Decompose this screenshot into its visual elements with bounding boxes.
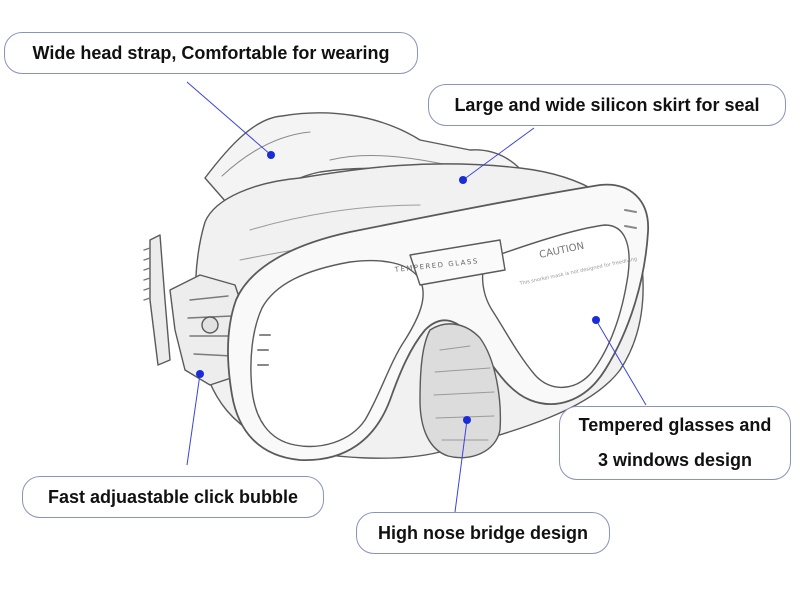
leader-lines xyxy=(186,81,647,513)
right-lens xyxy=(482,224,630,389)
callout-nose-label: High nose bridge design xyxy=(377,522,588,543)
callout-glass: Tempered glasses and 3 windows design xyxy=(559,406,791,480)
callout-click: Fast adjuastable click bubble xyxy=(22,476,324,518)
left-lens xyxy=(250,259,424,448)
callout-skirt-label: Large and wide silicon skirt for seal xyxy=(454,94,760,115)
marker-dot-click xyxy=(196,370,204,378)
marker-dot-nose xyxy=(463,416,471,424)
nose-texture xyxy=(433,345,495,441)
marker-dot-strap xyxy=(267,151,275,159)
leader-line-strap xyxy=(186,81,272,156)
leader-line-nose xyxy=(454,419,468,513)
callout-skirt: Large and wide silicon skirt for seal xyxy=(428,84,786,126)
callout-glass-line1: Tempered glasses and xyxy=(578,415,772,435)
center-glass xyxy=(409,239,506,286)
callout-glass-line2: 3 windows design xyxy=(597,450,753,470)
callout-strap: Wide head strap, Comfortable for wearing xyxy=(4,32,418,74)
nose-pocket xyxy=(419,323,502,459)
strap-side-band xyxy=(149,234,171,366)
callout-nose: High nose bridge design xyxy=(356,512,610,554)
frame-vents xyxy=(257,209,637,366)
callout-click-label: Fast adjuastable click bubble xyxy=(47,486,299,507)
head-strap-shape xyxy=(204,112,531,219)
strap-teeth xyxy=(143,247,151,301)
callout-strap-label: Wide head strap, Comfortable for wearing xyxy=(32,42,390,63)
diving-mask-illustration xyxy=(143,112,649,461)
marker-dot-glass xyxy=(592,316,600,324)
leader-line-skirt xyxy=(462,127,535,181)
buckle-rivet xyxy=(201,316,219,334)
leader-line-glass xyxy=(595,319,647,406)
markers xyxy=(196,151,600,424)
marker-dot-skirt xyxy=(459,176,467,184)
leader-line-click xyxy=(186,373,201,466)
